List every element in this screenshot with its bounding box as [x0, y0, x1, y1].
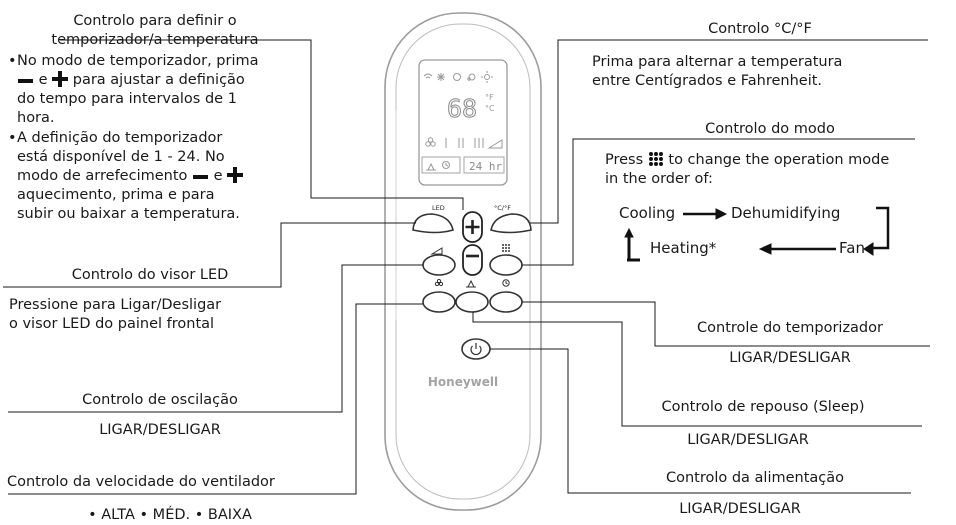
led-desc: Pressione para Ligar/Desligar o visor LE… — [9, 296, 221, 334]
cf-button[interactable] — [490, 213, 532, 234]
timer-temp-title-line1: Controlo para definir o — [73, 13, 237, 29]
mode-icon — [648, 152, 663, 166]
bullet2-line1: A definição do temporizador — [17, 130, 223, 146]
led-desc-line2: o visor LED do painel frontal — [9, 316, 215, 332]
bullet1-and: e — [38, 72, 48, 88]
mode-title: Controlo do modo — [705, 121, 835, 137]
power-title: Controlo da alimentação — [665, 470, 845, 486]
cf-desc-line1: Prima para alternar a temperatura — [592, 54, 843, 70]
minus-button[interactable] — [462, 244, 483, 276]
row3-icons — [434, 278, 510, 288]
mode-dehumidifying: Dehumidifying — [731, 204, 841, 222]
bullet2-and: e — [213, 168, 223, 184]
display-unit-c: °C — [485, 104, 495, 113]
swing-desc: LIGAR/DESLIGAR — [99, 422, 221, 438]
timer-temp-title-line2: temporizador/a temperatura — [51, 32, 259, 48]
cf-button-label: °C/°F — [494, 204, 511, 212]
mode-fan: Fan — [839, 239, 865, 257]
cf-desc-line2: entre Centígrados e Fahrenheit. — [592, 73, 823, 89]
led-desc-line1: Pressione para Ligar/Desligar — [9, 297, 222, 313]
swing-icon — [430, 247, 443, 255]
bullet2-line3: modo de arrefecimento e — [17, 167, 244, 186]
bullet1-line2: e para ajustar a definição — [17, 71, 259, 90]
plus-icon — [227, 167, 244, 183]
remote-control: 68 °F °C 24 hr LED °C/°F — [384, 12, 542, 511]
bullet2-line4: aquecimento, prima e para — [17, 187, 215, 203]
remote-display — [418, 59, 508, 186]
fan-speed-desc: • ALTA • MÉD. • BAIXA — [88, 507, 252, 523]
timer-title: Controle do temporizador — [697, 320, 883, 336]
bullet2-line2: está disponível de 1 - 24. No — [17, 149, 225, 165]
mode-cooling: Cooling — [619, 204, 676, 222]
led-button-label: LED — [432, 204, 445, 212]
mode-desc-rest: to change the operation mode — [668, 152, 890, 168]
fan-speed-button[interactable] — [422, 291, 456, 313]
bullet1-line3: do tempo para intervalos de 1 — [17, 91, 237, 107]
mode-desc-line1: Press to change the operation mode — [605, 151, 889, 170]
sleep-desc: LIGAR/DESLIGAR — [687, 432, 809, 448]
timer-temp-title: Controlo para definir o temporizador/a t… — [30, 12, 280, 50]
bullet2-cooling: modo de arrefecimento — [17, 168, 188, 184]
display-timer-text: 24 hr — [469, 160, 502, 173]
timer-temp-bullet-1: • No modo de temporizador, prima e para … — [8, 53, 259, 126]
mode-heating: Heating* — [650, 239, 717, 257]
sleep-title: Controlo de repouso (Sleep) — [661, 399, 865, 415]
mode-desc-press: Press — [605, 152, 644, 168]
led-title: Controlo do visor LED — [71, 267, 229, 283]
cf-title: Controlo °C/°F — [708, 21, 812, 37]
power-desc: LIGAR/DESLIGAR — [679, 501, 801, 517]
mode-button[interactable] — [489, 254, 523, 276]
timer-desc: LIGAR/DESLIGAR — [729, 350, 851, 366]
display-fan-speed-icons — [425, 137, 503, 149]
plus-icon — [465, 220, 480, 234]
sleep-button[interactable] — [455, 291, 489, 313]
leader-lines — [3, 39, 930, 495]
display-mode-icons — [423, 71, 493, 83]
display-digits: 68 — [447, 94, 477, 123]
minus-icon — [193, 175, 208, 179]
power-icon — [470, 343, 482, 356]
fan-speed-title: Controlo da velocidade do ventilador — [7, 474, 275, 490]
brand-logo: Honeywell — [428, 375, 498, 389]
minus-icon — [18, 79, 33, 83]
mode-cycle-arrows — [624, 206, 890, 262]
bullet1-rest: para ajustar a definição — [72, 72, 245, 88]
bullet2-line5: subir ou baixar a temperatura. — [17, 206, 240, 222]
timer-temp-bullet-2: • A definição do temporizador está dispo… — [8, 129, 244, 224]
cf-desc: Prima para alternar a temperatura entre … — [592, 53, 842, 91]
plus-icon — [52, 71, 69, 87]
mode-icon — [502, 244, 510, 252]
swing-title: Controlo de oscilação — [82, 392, 238, 408]
swing-button[interactable] — [422, 254, 456, 276]
mode-desc-line2: in the order of: — [605, 171, 713, 187]
bullet1-line4: hora. — [17, 110, 55, 126]
mode-desc: Press to change the operation mode in th… — [605, 151, 889, 189]
led-button[interactable] — [412, 213, 454, 234]
display-unit-f: °F — [485, 93, 494, 102]
bullet1-line1: No modo de temporizador, prima — [17, 53, 259, 69]
timer-button[interactable] — [489, 291, 523, 313]
